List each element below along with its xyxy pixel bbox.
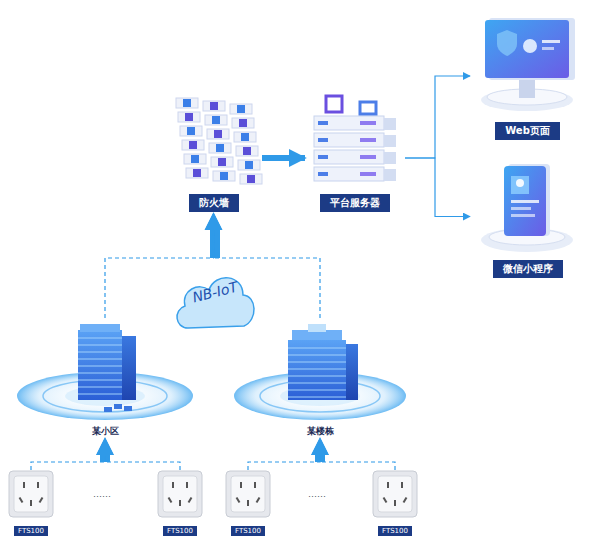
- up-arrow: [100, 230, 325, 462]
- firewall-node: 防火墙: [165, 92, 262, 212]
- site-node: 某楼栋: [240, 318, 400, 438]
- connector: [405, 76, 470, 158]
- node-label: FTS100: [231, 526, 265, 536]
- server-node: 平台服务器: [305, 92, 405, 212]
- node-label: 防火墙: [189, 194, 239, 212]
- device-node: FTS100: [223, 470, 273, 536]
- connector: [105, 439, 180, 470]
- web-node: Web页面: [470, 12, 585, 140]
- network-cloud: NB-IoT: [172, 268, 258, 336]
- connector: [405, 158, 470, 217]
- site-node: 某小区: [22, 318, 188, 438]
- connector: [262, 155, 305, 161]
- monitor-icon: [481, 18, 575, 111]
- node-label: 某小区: [90, 425, 121, 438]
- device-node: FTS100: [370, 470, 420, 536]
- miniprogram-node: 微信小程序: [470, 155, 585, 278]
- node-label: FTS100: [14, 526, 48, 536]
- ellipsis-label: ……: [93, 489, 111, 499]
- node-label: Web页面: [495, 122, 560, 140]
- device-node: FTS100: [155, 470, 205, 536]
- socket-icons: [9, 471, 417, 517]
- residential-building: [17, 324, 193, 420]
- firewall-icon: [176, 98, 262, 184]
- node-label: FTS100: [163, 526, 197, 536]
- node-label: FTS100: [378, 526, 412, 536]
- connector: [31, 439, 105, 470]
- apartment-building: [234, 324, 406, 420]
- ellipsis-label: ……: [308, 489, 326, 499]
- connector: [320, 439, 395, 470]
- node-label: 某楼栋: [305, 425, 336, 438]
- cloud-shape: [172, 268, 258, 336]
- connector: [248, 439, 320, 470]
- server-icon: [314, 96, 396, 181]
- phone-icon: [481, 164, 573, 252]
- node-label: 平台服务器: [320, 194, 390, 212]
- device-node: FTS100: [6, 470, 56, 536]
- node-label: 微信小程序: [493, 260, 563, 278]
